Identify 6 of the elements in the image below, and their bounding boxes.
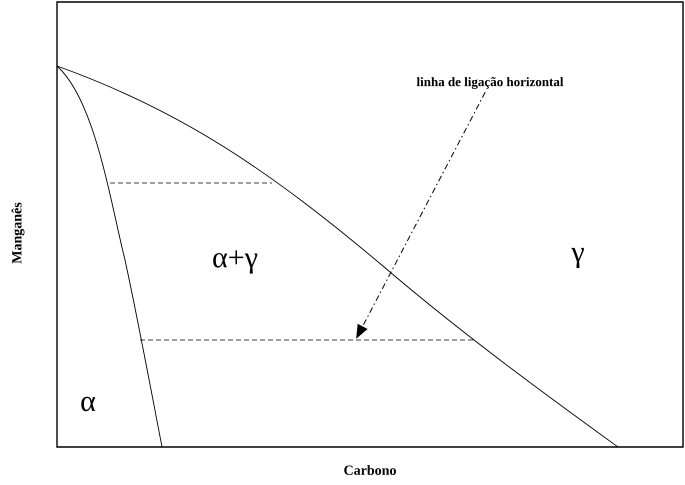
phase-label: α+γ — [213, 250, 258, 274]
phase-label: γ — [571, 248, 584, 268]
axis-title: Carbono — [344, 465, 396, 475]
callout-text: linha de ligação horizontal — [416, 77, 564, 89]
axis-title: Manganês — [12, 202, 24, 264]
phase-label: α — [81, 396, 96, 412]
